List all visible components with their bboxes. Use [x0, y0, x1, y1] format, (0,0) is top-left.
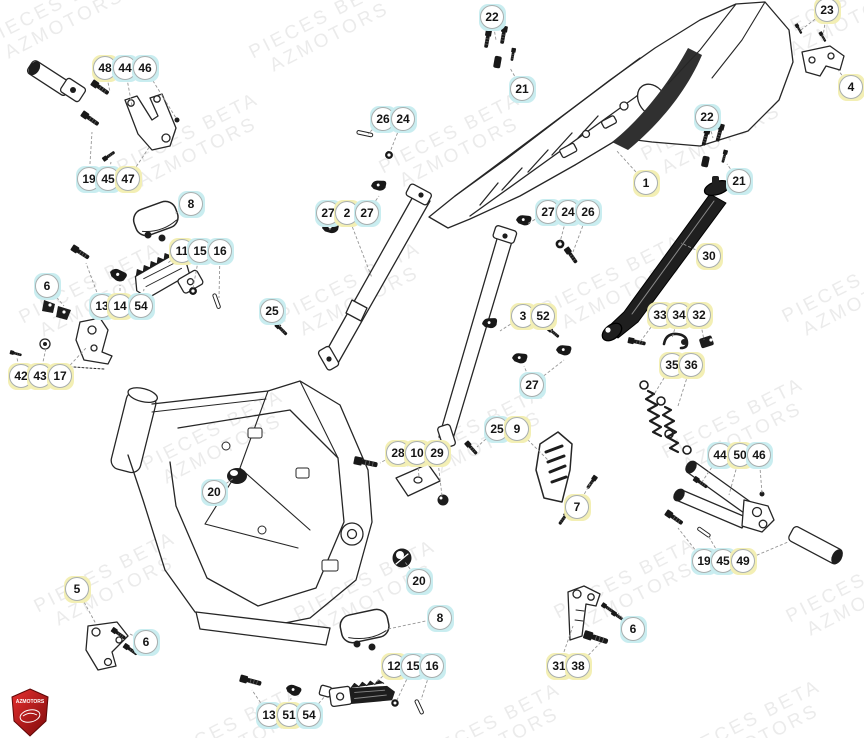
part-number: 7	[565, 495, 589, 519]
part-number: 5	[65, 577, 89, 601]
part-bracket-31	[567, 585, 626, 647]
part-callout-8[interactable]: 8	[426, 604, 454, 632]
part-number: 16	[208, 239, 232, 263]
part-callout-29[interactable]: 29	[423, 439, 451, 467]
part-callout-32[interactable]: 32	[685, 301, 713, 329]
part-callout-7[interactable]: 7	[563, 493, 591, 521]
part-bushing-upper	[227, 468, 247, 484]
part-footpeg-left	[69, 243, 222, 310]
part-stand-pivot	[626, 332, 714, 350]
part-callout-22[interactable]: 22	[693, 103, 721, 131]
part-heel-guard	[535, 431, 599, 527]
part-main-frame	[110, 380, 373, 646]
part-callout-17[interactable]: 17	[46, 362, 74, 390]
part-callout-8[interactable]: 8	[177, 190, 205, 218]
part-seat-pad-lower	[339, 608, 390, 651]
part-callout-49[interactable]: 49	[729, 547, 757, 575]
part-callout-36[interactable]: 36	[677, 351, 705, 379]
part-number: 46	[133, 56, 157, 80]
azmotors-logo: AZMOTORS	[10, 688, 50, 738]
part-callout-1[interactable]: 1	[632, 169, 660, 197]
part-number: 20	[407, 569, 431, 593]
part-springs	[639, 380, 692, 455]
part-number: 21	[727, 169, 751, 193]
part-number: 16	[420, 654, 444, 678]
part-number: 9	[505, 417, 529, 441]
part-callout-4[interactable]: 4	[837, 73, 864, 101]
part-callout-46[interactable]: 46	[745, 441, 773, 469]
part-brace-front	[317, 183, 433, 371]
part-number: 46	[747, 443, 771, 467]
part-number: 32	[687, 303, 711, 327]
part-number: 52	[531, 304, 555, 328]
part-callout-21[interactable]: 21	[725, 167, 753, 195]
part-number: 27	[520, 373, 544, 397]
part-number: 54	[129, 294, 153, 318]
part-number: 6	[621, 617, 645, 641]
part-callout-20[interactable]: 20	[405, 567, 433, 595]
part-fasteners-top	[482, 24, 729, 168]
part-callout-47[interactable]: 47	[114, 165, 142, 193]
part-bracket-left-lower	[9, 300, 113, 370]
part-number: 26	[576, 200, 600, 224]
part-number: 8	[179, 192, 203, 216]
part-number: 47	[116, 167, 140, 191]
part-callout-23[interactable]: 23	[813, 0, 841, 24]
part-callout-54[interactable]: 54	[127, 292, 155, 320]
part-number: 21	[510, 77, 534, 101]
part-number: 24	[391, 107, 415, 131]
part-hanger-rear-right	[663, 460, 843, 565]
part-callout-27[interactable]: 27	[518, 371, 546, 399]
part-callout-9[interactable]: 9	[503, 415, 531, 443]
part-number: 6	[134, 630, 158, 654]
part-number: 8	[428, 606, 452, 630]
part-callout-52[interactable]: 52	[529, 302, 557, 330]
part-number: 17	[48, 364, 72, 388]
part-number: 36	[679, 353, 703, 377]
part-plate-10	[352, 439, 480, 506]
part-callout-16[interactable]: 16	[418, 652, 446, 680]
part-number: 6	[35, 274, 59, 298]
part-callout-6[interactable]: 6	[33, 272, 61, 300]
part-callout-22[interactable]: 22	[478, 3, 506, 31]
part-number: 49	[731, 549, 755, 573]
part-number: 4	[839, 75, 863, 99]
part-callout-26[interactable]: 26	[574, 198, 602, 226]
shield-icon	[11, 688, 49, 737]
part-callout-24[interactable]: 24	[389, 105, 417, 133]
part-bracket-5	[85, 621, 140, 671]
part-number: 25	[260, 299, 284, 323]
part-number: 22	[480, 5, 504, 29]
part-number: 1	[634, 171, 658, 195]
part-callout-54[interactable]: 54	[295, 701, 323, 729]
part-callout-5[interactable]: 5	[63, 575, 91, 603]
part-footpeg-bottom	[238, 673, 425, 716]
part-number: 23	[815, 0, 839, 22]
part-number: 22	[695, 105, 719, 129]
part-callout-46[interactable]: 46	[131, 54, 159, 82]
part-bushing-lower	[392, 548, 412, 568]
part-callout-30[interactable]: 30	[695, 242, 723, 270]
part-callout-6[interactable]: 6	[132, 628, 160, 656]
part-callout-38[interactable]: 38	[564, 652, 592, 680]
part-callout-27[interactable]: 27	[353, 199, 381, 227]
part-number: 27	[355, 201, 379, 225]
svg-text:AZMOTORS: AZMOTORS	[16, 699, 45, 705]
part-callout-20[interactable]: 20	[200, 478, 228, 506]
part-bracket-4	[794, 22, 845, 77]
part-seat-pad-upper	[132, 200, 179, 242]
part-callout-21[interactable]: 21	[508, 75, 536, 103]
part-number: 38	[566, 654, 590, 678]
part-number: 54	[297, 703, 321, 727]
part-number: 29	[425, 441, 449, 465]
part-rear-subframe	[428, 1, 794, 229]
part-number: 20	[202, 480, 226, 504]
part-callout-25[interactable]: 25	[258, 297, 286, 325]
part-number: 30	[697, 244, 721, 268]
part-callout-6[interactable]: 6	[619, 615, 647, 643]
part-hanger-front-left	[26, 60, 180, 163]
part-callout-16[interactable]: 16	[206, 237, 234, 265]
